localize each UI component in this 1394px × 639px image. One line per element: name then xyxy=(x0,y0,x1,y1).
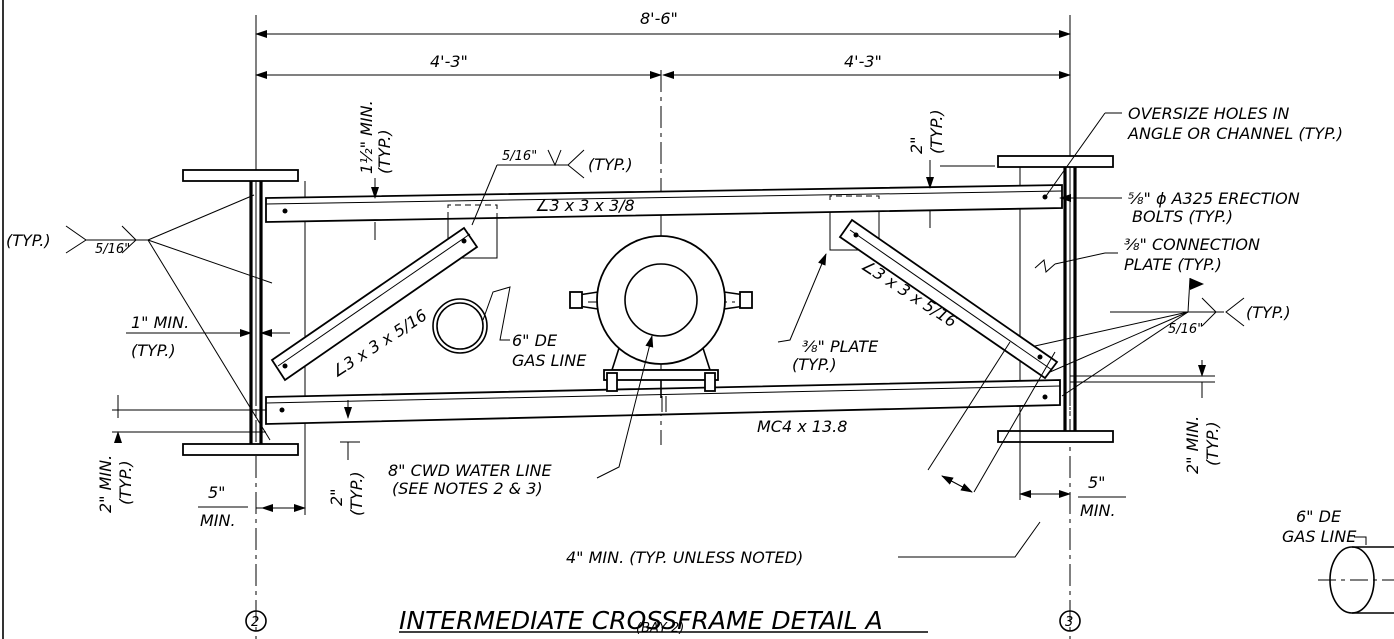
note-min-2-left: 2" MIN. xyxy=(96,455,115,513)
note-min-2-bottom-typ: (TYP.) xyxy=(347,471,366,516)
note-bolts-2: BOLTS (TYP.) xyxy=(1132,207,1233,226)
note-min-1-5: 1½" MIN. xyxy=(357,100,376,174)
weld-size-top-left: 5/16" xyxy=(502,149,537,164)
weld-symbol-right xyxy=(1034,277,1245,397)
side-note-gas-line-2: GAS LINE xyxy=(1282,527,1357,546)
grid-label-left: 2 xyxy=(251,615,259,630)
weld-size-left: 5/16" xyxy=(95,242,130,257)
note-min-2-right-typ: (TYP.) xyxy=(1203,421,1222,466)
weld-symbol-left xyxy=(65,194,273,441)
note-min-4: 4" MIN. (TYP. UNLESS NOTED) xyxy=(566,548,803,567)
note-min-1-typ: (TYP.) xyxy=(131,341,176,360)
weld-typ-right: (TYP.) xyxy=(1246,303,1291,322)
leader-lines xyxy=(112,112,1215,558)
note-min-5-left: 5" xyxy=(208,483,226,502)
note-plate-1: ⅜" PLATE xyxy=(802,337,879,356)
side-note-gas-line-1: 6" DE xyxy=(1296,507,1342,526)
bottom-channel xyxy=(265,379,1061,425)
grid-bubble-right xyxy=(1059,610,1081,632)
note-oversize-1: OVERSIZE HOLES IN xyxy=(1128,104,1289,123)
weld-size-right: 5/16" xyxy=(1168,322,1203,337)
grid-bubble-left xyxy=(245,610,267,632)
note-gas-line-1: 6" DE xyxy=(512,331,558,350)
note-water-line-1: 8" CWD WATER LINE xyxy=(388,461,553,480)
note-conn-plate-2: PLATE (TYP.) xyxy=(1124,255,1222,274)
left-diagonal xyxy=(270,226,479,382)
weld-typ-left: (TYP.) xyxy=(6,231,51,250)
dim-half-left: 4'-3" xyxy=(430,52,468,71)
note-min-2-top: 2" xyxy=(907,136,926,154)
label-bottom-channel: MC4 x 13.8 xyxy=(757,417,847,436)
left-girder xyxy=(182,169,306,456)
gas-line-pipe xyxy=(432,298,488,354)
weld-typ-top-left: (TYP.) xyxy=(588,155,633,174)
note-min-1-5-typ: (TYP.) xyxy=(375,129,394,174)
note-min-2-top-typ: (TYP.) xyxy=(927,109,946,154)
note-conn-plate-1: ⅜" CONNECTION xyxy=(1124,235,1260,254)
drawing-title: INTERMEDIATE CROSSFRAME DETAIL A xyxy=(399,606,883,635)
right-diagonal xyxy=(838,218,1059,380)
note-min-2-right: 2" MIN. xyxy=(1183,416,1202,474)
note-plate-2: (TYP.) xyxy=(792,355,837,374)
water-line-pipe xyxy=(569,235,753,398)
note-gas-line-2: GAS LINE xyxy=(512,351,587,370)
note-bolts-1: ⅝" ϕ A325 ERECTION xyxy=(1128,189,1300,208)
note-min-5-left-min: MIN. xyxy=(200,511,236,530)
label-top-angle: ∠3 x 3 x 3/8 xyxy=(535,196,635,215)
dim-overall: 8'-6" xyxy=(640,9,678,28)
note-min-2-bottom: 2" xyxy=(327,488,346,506)
side-gas-pipe xyxy=(1318,536,1394,614)
note-water-line-2: (SEE NOTES 2 & 3) xyxy=(392,479,543,498)
grid-label-right: 3 xyxy=(1065,615,1073,630)
note-min-5-right: 5" xyxy=(1088,473,1106,492)
note-min-1: 1" MIN. xyxy=(131,313,189,332)
title-subtitle: (BAY 2) xyxy=(636,621,685,636)
top-angle xyxy=(265,184,1063,223)
note-min-2-left-typ: (TYP.) xyxy=(116,460,135,505)
weld-symbol-top-left xyxy=(471,149,585,226)
dim-half-right: 4'-3" xyxy=(844,52,882,71)
note-oversize-2: ANGLE OR CHANNEL (TYP.) xyxy=(1127,124,1343,143)
note-min-5-right-min: MIN. xyxy=(1080,501,1116,520)
